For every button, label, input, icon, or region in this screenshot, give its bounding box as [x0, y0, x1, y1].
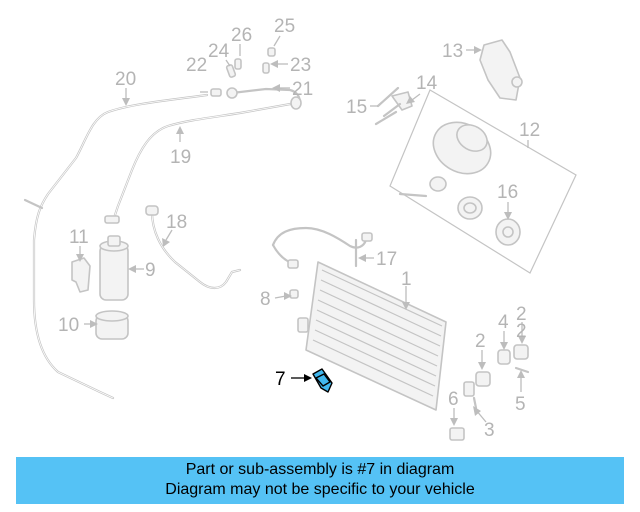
callout-18: 18 — [166, 212, 187, 233]
clip-14-15 — [374, 86, 413, 126]
suction-hose-20 — [23, 93, 209, 400]
callout-24: 24 — [208, 41, 230, 62]
discharge-hose-19 — [104, 101, 298, 224]
callout-2: 2 — [475, 331, 486, 352]
callout-26: 26 — [231, 25, 252, 46]
drier-10 — [95, 310, 129, 340]
callout-11: 11 — [69, 227, 89, 248]
receiver-drier-9 — [99, 235, 129, 301]
callout-10: 10 — [58, 315, 79, 336]
hose-18 — [145, 205, 242, 290]
callout-2: 2 — [516, 321, 527, 342]
callout-23: 23 — [290, 55, 311, 76]
hose-21 — [226, 87, 302, 110]
callout-19: 19 — [170, 147, 191, 168]
callout-16: 16 — [497, 182, 518, 203]
callout-leaders — [76, 35, 529, 426]
hose-17 — [271, 226, 373, 269]
callout-20: 20 — [115, 69, 136, 90]
callout-15: 15 — [346, 97, 367, 118]
callout-3: 3 — [484, 420, 495, 441]
callout-2: 2 — [516, 304, 527, 325]
callout-4: 4 — [498, 312, 509, 333]
callout-1: 1 — [401, 269, 412, 290]
fittings-22-26 — [210, 47, 276, 97]
callout-12: 12 — [519, 120, 540, 141]
callout-25: 25 — [274, 16, 295, 37]
highlighted-part-7 — [312, 368, 333, 393]
callout-7: 7 — [275, 369, 286, 390]
callout-17: 17 — [376, 249, 397, 270]
bracket-13 — [479, 39, 523, 101]
banner-line-part: Part or sub-assembly is #7 in diagram — [185, 461, 455, 478]
callout-6: 6 — [448, 389, 459, 410]
info-banner: Part or sub-assembly is #7 in diagram Di… — [16, 457, 624, 504]
callout-8: 8 — [260, 289, 271, 310]
callout-22: 22 — [186, 55, 207, 76]
callout-5: 5 — [515, 394, 526, 415]
callout-13: 13 — [442, 41, 463, 62]
banner-line-disclaimer: Diagram may not be specific to your vehi… — [165, 481, 475, 498]
condenser-1 — [289, 261, 447, 411]
compressor-assembly-12 — [389, 89, 577, 274]
bracket-11 — [71, 257, 91, 293]
callout-21: 21 — [292, 79, 313, 100]
callout-14: 14 — [416, 73, 438, 94]
callout-leader-7 — [291, 374, 312, 382]
callout-9: 9 — [145, 260, 156, 281]
